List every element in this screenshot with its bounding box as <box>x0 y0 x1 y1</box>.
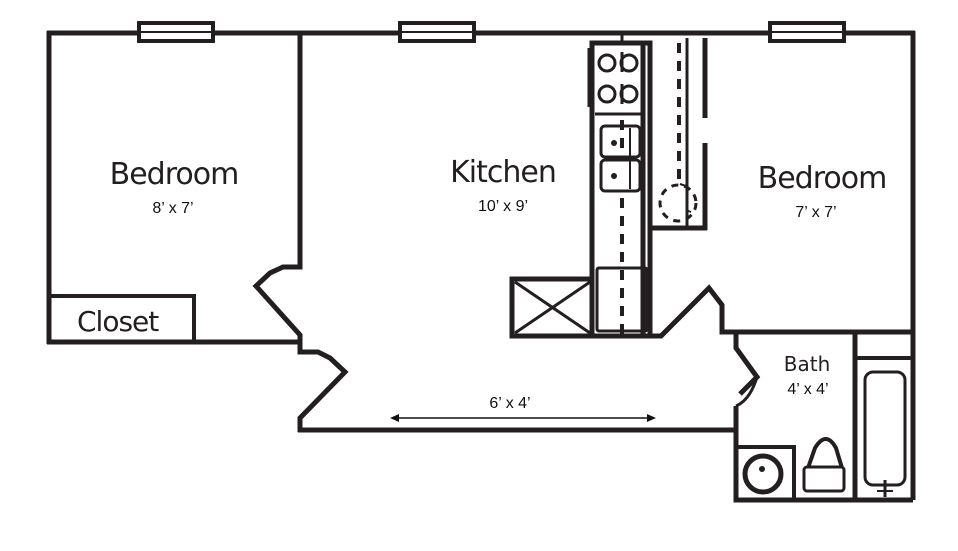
kitchen-counter <box>587 33 653 339</box>
closet: Closet <box>47 294 196 344</box>
bedroom-1-dimensions: 8’ x 7’ <box>152 200 193 217</box>
bath-label: Bath <box>784 352 831 376</box>
pantry-closet <box>650 38 708 231</box>
bedroom-2-dimensions: 7’ x 7’ <box>795 204 836 221</box>
water-heater-icon <box>658 183 698 223</box>
bedroom-1-label: Bedroom <box>110 157 239 192</box>
kitchen-label: Kitchen <box>450 155 556 190</box>
refrigerator <box>509 276 595 339</box>
bathtub <box>863 370 907 497</box>
bedroom-2-label: Bedroom <box>758 161 887 196</box>
closet-label: Closet <box>77 305 159 338</box>
outer-walls <box>46 30 916 500</box>
stove <box>595 52 645 116</box>
dishwasher <box>595 266 649 333</box>
bath-walls <box>733 332 913 503</box>
windows <box>137 21 846 43</box>
kitchen-dimensions: 10’ x 9’ <box>478 198 528 215</box>
burner-icon <box>597 53 617 73</box>
hallway-left-wall <box>297 342 349 432</box>
hallway-dimensions: 6’ x 4’ <box>489 395 530 412</box>
burner-icon <box>597 84 617 104</box>
washer-drum-icon <box>742 453 784 495</box>
partition-bedroom-2 <box>650 284 913 344</box>
washer <box>734 445 796 502</box>
bath-dimensions: 4’ x 4’ <box>787 381 828 398</box>
hallway-dimension-arrow <box>390 414 656 422</box>
toilet <box>802 437 846 493</box>
partition-bedroom-1 <box>252 33 303 342</box>
